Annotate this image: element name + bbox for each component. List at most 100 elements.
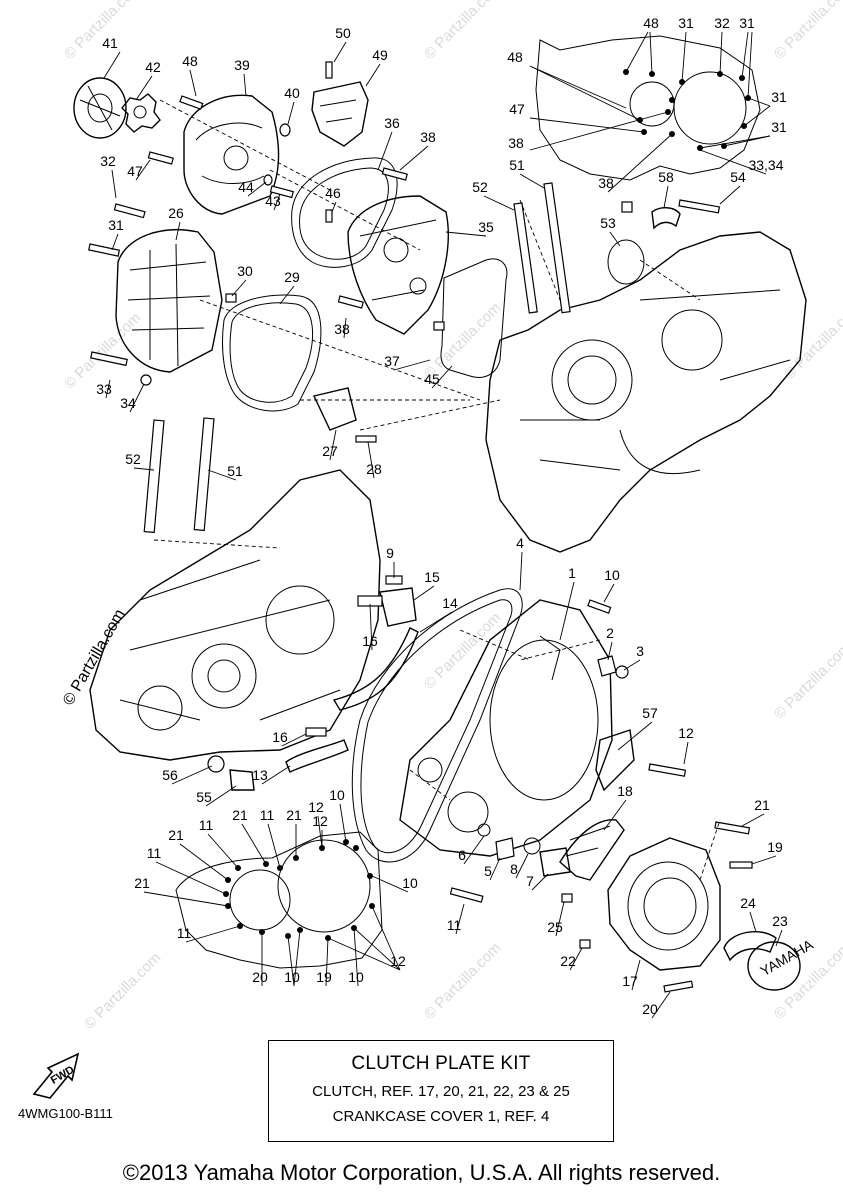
callout-number: 17 (622, 973, 638, 989)
callout-number: 3 (636, 643, 644, 659)
copyright-notice: ©2013 Yamaha Motor Corporation, U.S.A. A… (122, 1160, 721, 1185)
callout-number: 25 (547, 919, 563, 935)
callout-number: 21 (286, 807, 302, 823)
callout-number: 47 (127, 163, 143, 179)
callout-number: 10 (284, 969, 300, 985)
part-29-gasket (222, 294, 322, 412)
callout-number: 32 (714, 15, 730, 31)
callout-number: 10 (402, 875, 418, 891)
callout-number: 54 (730, 169, 746, 185)
callout-number: 38 (334, 321, 350, 337)
clutch-plate-kit-box: CLUTCH PLATE KIT CLUTCH, REF. 17, 20, 21… (268, 1040, 614, 1142)
callout-number: 38 (420, 129, 436, 145)
crankcase-right-half (485, 231, 807, 553)
forward-arrow-icon: FWD (32, 1052, 80, 1099)
callout-number: 57 (642, 705, 658, 721)
callout-number: 5 (484, 863, 492, 879)
callout-number: 33 (96, 381, 112, 397)
callout-number: 41 (102, 35, 118, 51)
part-39-cover (183, 94, 280, 215)
callout-number: 31 (739, 15, 755, 31)
callout-number: 48 (182, 53, 198, 69)
kit-line-clutch: CLUTCH, REF. 17, 20, 21, 22, 23 & 25 (312, 1083, 570, 1100)
callout-number: 52 (125, 451, 141, 467)
callout-number: 11 (177, 925, 192, 941)
callout-number: 11 (147, 845, 162, 861)
callout-number: 34 (120, 395, 136, 411)
part-52-stud-left (143, 419, 165, 534)
callout-number: 43 (265, 193, 281, 209)
cover-outline-ghost (175, 831, 383, 969)
callout-number: 31 (678, 15, 694, 31)
callout-number: 47 (509, 101, 525, 117)
callout-number: 22 (560, 953, 576, 969)
part-57-plate (595, 729, 635, 792)
callout-number: 19 (767, 839, 783, 855)
top-left-cover-group (73, 61, 508, 443)
callout-number: 58 (658, 169, 674, 185)
part-58-clip (651, 207, 681, 230)
bolt-dots-bottom-left (223, 839, 375, 941)
crankcase-left-half (89, 469, 381, 761)
callout-number: 12 (678, 725, 694, 741)
kit-title: CLUTCH PLATE KIT (351, 1053, 531, 1074)
part-26-cover (115, 229, 223, 373)
callout-number: 29 (284, 269, 300, 285)
crankcase-outline-ghost (535, 35, 761, 181)
watermark: © Partzilla.com (421, 0, 504, 63)
part-51-stud-left (193, 417, 215, 532)
callout-number: 12 (312, 813, 328, 829)
callout-number: 9 (386, 545, 394, 561)
callout-number: 27 (322, 443, 338, 459)
callout-number: 23 (772, 913, 788, 929)
callout-number: 31 (771, 119, 787, 135)
callout-number: 26 (168, 205, 184, 221)
callout-number: 48 (643, 15, 659, 31)
callout-number: 11 (199, 817, 214, 833)
part-35-cam-cover (347, 195, 449, 335)
callout-number: 37 (384, 353, 400, 369)
callout-number: 51 (509, 157, 525, 173)
part-7-plug (539, 847, 571, 877)
part-52-stud (513, 202, 538, 314)
watermark-layer: © Partzilla.com © Partzilla.com © Partzi… (61, 0, 843, 1033)
part-14-guide (332, 627, 419, 711)
part-15-guide (379, 587, 417, 627)
callout-number: 28 (366, 461, 382, 477)
callout-number: 46 (325, 185, 341, 201)
callout-number: 12 (390, 953, 406, 969)
watermark: © Partzilla.com (61, 0, 144, 63)
callout-number: 19 (316, 969, 332, 985)
callout-number: 15 (424, 569, 440, 585)
callout-number: 16 (362, 633, 378, 649)
callout-number: 11 (447, 917, 462, 933)
top-right-crankcase-group (485, 35, 807, 553)
callout-number: 16 (272, 729, 288, 745)
part-53-o-ring (607, 239, 645, 285)
bottom-left-gasket-group (175, 831, 383, 969)
part-32-bolt (113, 203, 146, 219)
watermark: © Partzilla.com (771, 0, 843, 63)
callout-number: 50 (335, 25, 351, 41)
callout-number: 13 (252, 767, 268, 783)
watermark: © Partzilla.com (421, 939, 504, 1022)
kit-line-crankcase: CRANKCASE COVER 1, REF. 4 (332, 1108, 550, 1125)
callout-number: 44 (238, 179, 254, 195)
callout-number: 10 (329, 787, 345, 803)
callout-number: 52 (472, 179, 488, 195)
watermark: © Partzilla.com (781, 299, 843, 382)
callout-number: 38 (508, 135, 524, 151)
watermark: © Partzilla.com (421, 609, 504, 692)
callout-number: 39 (234, 57, 250, 73)
callout-number: 33,34 (748, 157, 783, 173)
callout-number: 11 (260, 807, 275, 823)
callout-number: 21 (168, 827, 184, 843)
callout-number: 10 (604, 567, 620, 583)
callout-number: 51 (227, 463, 243, 479)
part-4-gasket (351, 588, 523, 863)
part-27-plate (312, 387, 357, 431)
leader-lines (103, 31, 783, 1019)
callout-number: 36 (384, 115, 400, 131)
callout-number: 24 (740, 895, 756, 911)
